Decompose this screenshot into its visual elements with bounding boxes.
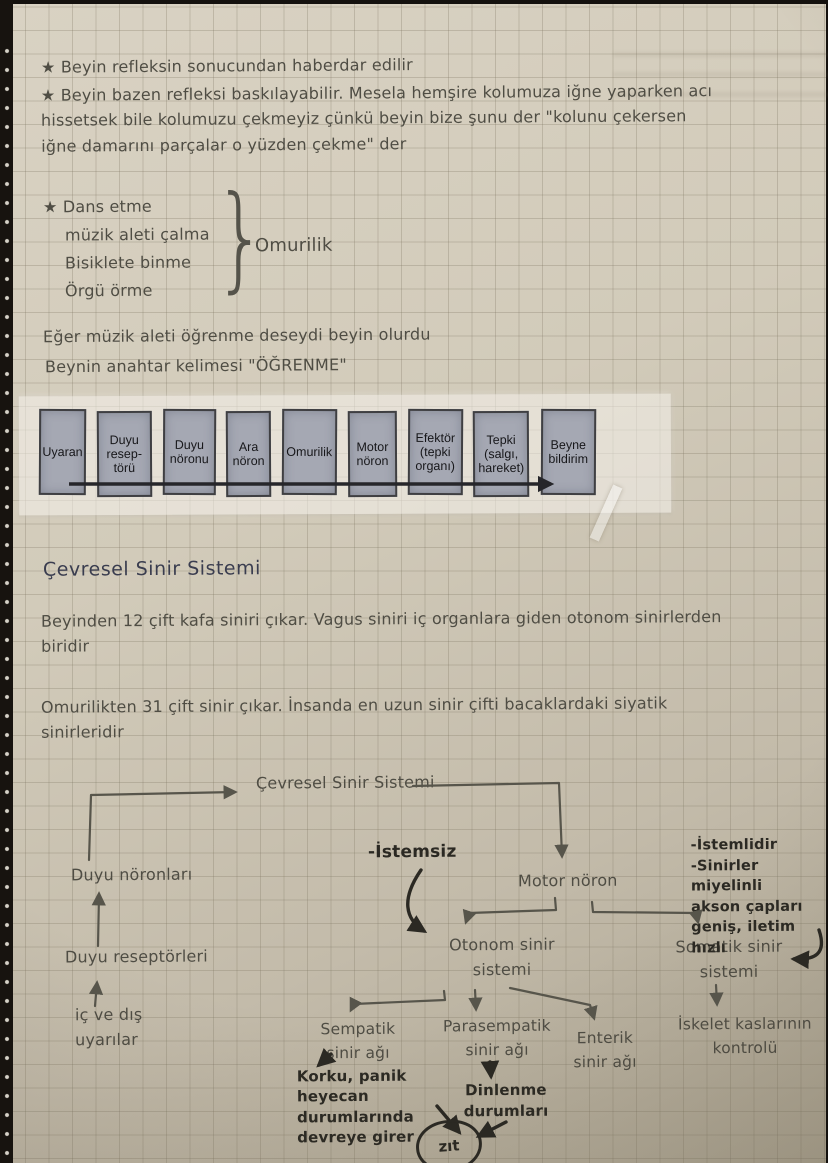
activity-bisiklet: Bisiklete binme [64, 252, 192, 273]
activity-muzik: müzik aleti çalma [64, 224, 210, 245]
strip-box-ara-noron: Ara nöron [225, 410, 272, 498]
strip-box-efektor: Efektör (tepki organı) [407, 408, 463, 496]
para-spinal-nerves: Omurilikten 31 çift sinir çıkar. İnsanda… [40, 693, 668, 743]
diagram-motor-noron: Motor nöron [517, 870, 618, 891]
strip-box-uyaran: Uyaran [38, 408, 87, 496]
diagram-parasempatik: Parasempatik sinir ağı [442, 1016, 551, 1060]
ink-bleed-through [613, 50, 828, 112]
diagram-uyarilar: iç ve dış uyarılar [74, 1004, 143, 1050]
zit-label: zıt [437, 1136, 461, 1156]
reflex-arc-strip: Uyaran Duyu resep- törü Duyu nöronu Ara … [38, 408, 596, 498]
ink-arrows [87, 781, 724, 1021]
activity-orgu: Örgü örme [64, 280, 153, 301]
note-learning-1: Eğer müzik aleti öğrenme deseydi beyin o… [42, 324, 431, 347]
binding-perforations [0, 0, 13, 1163]
note-learning-2: Beynin anahtar kelimesi "ÖĞRENME" [44, 355, 347, 377]
diagram-istemsiz-note: -İstemsiz [367, 841, 457, 863]
diagram-enterik: Enterik sinir ağı [573, 1028, 637, 1072]
section-heading: Çevresel Sinir Sistemi [42, 557, 261, 581]
note-reflex-awareness: ★ Beyin refleksin sonucundan haberdar ed… [40, 55, 413, 77]
diagram-duyu-reseptorleri: Duyu reseptörleri [64, 946, 208, 967]
diagram-somatik-notes: -İstemlidir -Sinirler miyelinli akson ça… [690, 836, 803, 957]
strip-box-tepki: Tepki (salgı, hareket) [472, 410, 530, 498]
diagram-duyu-noronlari: Duyu nöronları [70, 864, 193, 885]
diagram-parasempatik-note: Dinlenme durumları [463, 1080, 549, 1121]
strip-box-duyu-noronu: Duyu nöronu [162, 408, 216, 496]
diagram-sempatik-note: Korku, panik heyecan durumlarında devrey… [296, 1066, 415, 1147]
para-cranial-nerves: Beyinden 12 çift kafa siniri çıkar. Vagu… [40, 607, 722, 657]
diagram-sempatik: Sempatik sinir ağı [320, 1019, 396, 1063]
strip-box-duyu-reseptoru: Duyu resep- törü [96, 410, 152, 498]
activities-result-label: Omurilik [254, 234, 333, 257]
diagram-root-label: Çevresel Sinir Sistemi [255, 772, 435, 793]
activity-dans: ★ Dans etme [42, 196, 152, 217]
strip-box-beyne-bildirim: Beyne bildirim [540, 408, 596, 496]
note-reflex-suppression: ★ Beyin bazen refleksi baskılayabilir. M… [40, 81, 713, 156]
strip-box-motor-noron: Motor nöron [347, 410, 397, 498]
diagram-somatik-result: İskelet kaslarının kontrolü [677, 1014, 812, 1058]
diagram-otonom: Otonom sinir sistemi [449, 934, 555, 980]
zit-circle: zıt [414, 1117, 484, 1163]
brace-icon: } [213, 171, 268, 305]
notebook-page: ★ Beyin refleksin sonucundan haberdar ed… [13, 4, 828, 1163]
strip-box-omurilik: Omurilik [282, 408, 338, 496]
